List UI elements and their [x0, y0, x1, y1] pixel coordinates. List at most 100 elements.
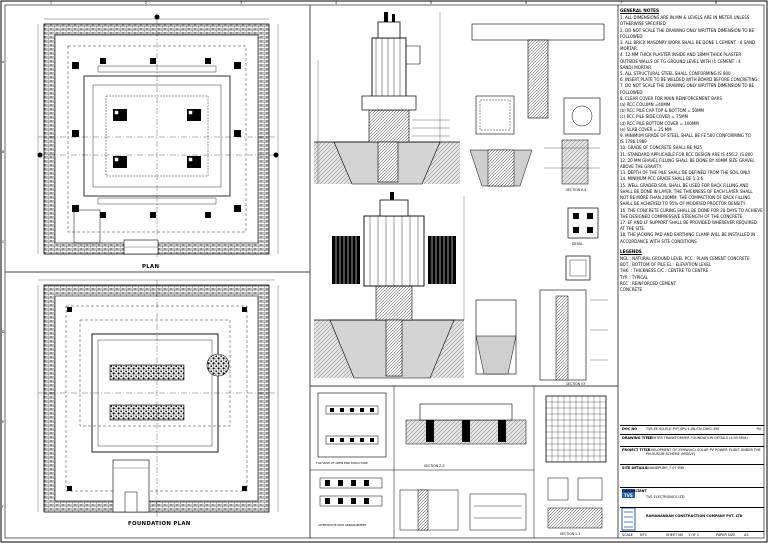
general-note-line: NOT BE MORE THAN 200MM. THE COMPACTION O…: [620, 195, 751, 201]
edge-number: 8: [715, 1, 718, 5]
general-note-line: OUTSIDE WALLS OF TG GROUND LEVEL WITH (1…: [620, 58, 741, 64]
sheet-key: SHEET NO: [666, 533, 684, 537]
general-note-line: 5. ALL STRUCTURAL STEEL SHALL CONFORMING…: [620, 71, 731, 77]
doc-number-key: DOC NO: [622, 427, 638, 431]
site-row: SITE DETAILS ANANDPURE_7.07 MW: [620, 464, 764, 488]
bottom-details: [317, 392, 607, 531]
drawing-title-row: DRAWING TITLE INVERTER TRANSFORMER FOUND…: [620, 434, 764, 447]
general-note-line: 12. 20 MM GRAVEL FILLING SHALL BE DONE B…: [620, 157, 755, 163]
edge-number: 2: [145, 1, 148, 5]
site-key: SITE DETAILS: [622, 466, 648, 470]
transformer-section-upper: [314, 12, 460, 185]
general-note-line: 16. THE CONCRETE CURING SHALL BE DONE FO…: [620, 207, 763, 213]
section-label-1: SECTION 1-1: [560, 532, 581, 536]
general-note-line: FOLLOWED: [620, 89, 643, 95]
legend-line: TYP. : TYPICAL: [620, 274, 649, 280]
general-note-line: 4. 12 MM THICK PLASTER INSIDE AND 18MM T…: [620, 52, 742, 58]
general-note-line: (a) RCC COLUMN =40MM: [620, 102, 671, 108]
foundation-plan-title: FOUNDATION PLAN: [128, 521, 191, 527]
legends-list: NGL : NATURAL GROUND LEVEL PCC : PLAIN C…: [620, 256, 764, 293]
section-label-x: SECTION X-X: [566, 188, 587, 192]
foundation-plan-view: [37, 279, 279, 518]
edge-number: 6: [525, 1, 528, 5]
open-end-structure-label: TOP VIEW OF OPEN END STRUCTURE: [316, 461, 368, 465]
consultant-key: CONSULTANT: [622, 489, 647, 493]
general-note-line: 6. INSERT PLATE TO BE WELDED WITH BOARD …: [620, 77, 759, 83]
revision: R0: [756, 427, 761, 431]
general-note-line: 2. DO NOT SCALE THE DRAWING ONLY WRITTEN…: [620, 27, 755, 33]
general-note-line: (b) RCC PILE CAP TOP & BOTTOM = 50MM: [620, 108, 704, 114]
general-note-line: OTHERWISE SPECIFIED: [620, 21, 666, 27]
general-note-line: (d) RCC PILE BOTTOM COVER = 100MM: [620, 120, 699, 126]
general-note-line: 10. GRADE OF CONCRETE SHALL BE M25: [620, 145, 703, 151]
consultant-logo-text: TVS: [624, 493, 633, 498]
general-note-line: THE DESIGNED COMPRESSIVE STRENGTH OF THE…: [620, 213, 744, 219]
edge-letter: A: [2, 60, 5, 64]
general-note-line: ABOVE THE GRAVITY.: [620, 164, 662, 170]
edge-number: 4: [335, 1, 338, 5]
legends-title: LEGENDS: [620, 248, 642, 254]
transformer-section-lower: [314, 192, 465, 379]
legend-line: RCC : REINFORCED CEMENT: [620, 280, 676, 286]
plan-view: [37, 14, 279, 258]
general-note-line: (e) SLAB COVER = 25 MM: [620, 126, 672, 132]
consultant-row: CONSULTANT TVS TVS ELECTRONICS LTD: [620, 487, 764, 508]
general-note-line: IS 1786:1989: [620, 139, 647, 145]
contractor-value: RAMANANDAN CONSTRUCTION COMPANY PVT. LTD: [646, 514, 743, 518]
project-title-row: PROJECT TITLE DEVELOPMENT OF 25MW(AC) SO…: [620, 446, 764, 465]
general-notes: GENERAL NOTES 1. ALL DIMENSIONS ARE IN M…: [620, 8, 764, 423]
legend-line: NGL : NATURAL GROUND LEVEL PCC : PLAIN C…: [620, 255, 750, 261]
pile-detail: [469, 23, 608, 381]
contractor-logo: [621, 507, 636, 531]
general-note-line: SAND) MORTAR.: [620, 64, 653, 70]
paper-key: PAPER SIZE: [716, 533, 736, 537]
general-notes-title: GENERAL NOTES: [620, 8, 660, 13]
scale-key: SCALE: [622, 533, 633, 537]
project-title-key: PROJECT TITLE: [622, 448, 650, 452]
section-label-z: SECTION Z-Z: [424, 464, 445, 468]
general-note-line: 18. THE JACKING PAD AND EARTHING CLAMP W…: [620, 232, 756, 238]
general-note-line: 7. DO NOT SCALE THE DRAWING ONLY WRITTEN…: [620, 83, 755, 89]
alternative-skid-label: ALTERNATIVE SKID ARRANGEMENT: [318, 523, 367, 527]
consultant-value: TVS ELECTRONICS LTD: [646, 495, 685, 499]
plan-title: PLAN: [142, 264, 160, 270]
legend-line: CONCRETE: [620, 286, 643, 292]
legend-line: BOT : BOTTOM OF PILE EL : ELEVATION LEVE…: [620, 262, 712, 268]
site-value: ANANDPURE_7.07 MW: [646, 466, 684, 470]
project-title-value: DEVELOPMENT OF 25MW(AC) SOLAR PV POWER P…: [646, 448, 761, 456]
title-block: DOC NO TVS-EE-SD-ELE-PVT-SPV-1.08-CIV-DW…: [620, 425, 764, 539]
contractor-row: RAMANANDAN CONSTRUCTION COMPANY PVT. LTD: [620, 507, 764, 532]
general-note-line: FOLLOWED: [620, 33, 643, 39]
doc-number-row: DOC NO TVS-EE-SD-ELE-PVT-SPV-1.08-CIV-DW…: [620, 425, 764, 435]
detail-label: DETAIL: [572, 242, 584, 246]
edge-letter: F: [2, 505, 4, 509]
general-note-line: 15. WELL GRADED SOIL SHALL BE USED FOR B…: [620, 182, 749, 188]
edge-number: 1: [50, 1, 53, 5]
general-note-line: (c) RCC PILE SIDE COVER = 75MM: [620, 114, 689, 120]
edge-letter: C: [2, 240, 5, 244]
general-note-line: 17. EF AND LF SUPPORT SHALL BE PROVIDED …: [620, 219, 758, 225]
general-note-line: 9. MINIMUM GRADE OF STEEL SHALL BE FE 50…: [620, 133, 751, 139]
general-note-line: 11. STANDARD APPLICABLE FOR RCC DESIGN A…: [620, 151, 753, 157]
drawing-title-key: DRAWING TITLE: [622, 436, 653, 440]
edge-letter: D: [2, 330, 5, 334]
general-note-line: MORTAR.: [620, 46, 638, 52]
general-note-line: AT THE SITE.: [620, 226, 646, 232]
general-note-line: 1. ALL DIMENSIONS ARE IN MM & LEVELS ARE…: [620, 15, 750, 21]
edge-number: 3: [240, 1, 243, 5]
section-label-y: SECTION Y-Y: [566, 382, 586, 386]
general-note-line: SHALL BE ACHIEVED TO 95% OF MODIFIED PRO…: [620, 201, 746, 207]
doc-number-value: TVS-EE-SD-ELE-PVT-SPV-1.08-CIV-DWG-350: [646, 427, 720, 431]
general-note-line: SHALL BE DONE IN LAYER. THE THICKNESS OF…: [620, 188, 753, 194]
consultant-logo: [622, 489, 635, 498]
edge-letter: E: [2, 420, 5, 424]
edge-number: 5: [430, 1, 433, 5]
edge-number: 7: [620, 1, 623, 5]
general-note-line: 3. ALL BRICK MASONRY WORK SHALL BE DONE …: [620, 40, 756, 46]
general-note-line: 14. MINIMUM PCC GRADE SHALL BE 1:3:6.: [620, 176, 705, 182]
legend-line: THK. : THICKNESS C/C : CENTRE TO CENTRE: [620, 268, 709, 274]
general-notes-list: 1. ALL DIMENSIONS ARE IN MM & LEVELS ARE…: [620, 15, 764, 245]
general-note-line: 13. DEPTH OF THE PILE SHALL BE DEFINED F…: [620, 170, 751, 176]
general-note-line: ACCORDANCE WITH SITE CONDITIONS: [620, 238, 697, 244]
